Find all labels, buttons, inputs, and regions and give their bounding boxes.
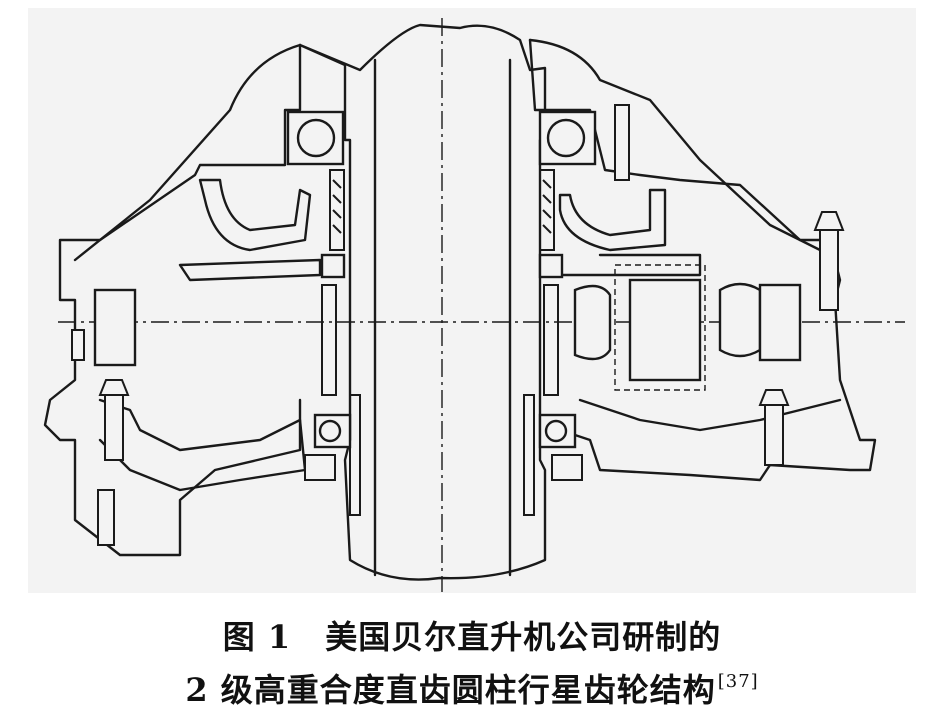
bolt-right-upper: [819, 224, 839, 311]
ring-gear-left-section: [93, 288, 137, 367]
bolt-right-upper-head: [813, 211, 845, 231]
lower-clip-left: [304, 454, 336, 481]
caption-title-line-2: 2 级高重合度直齿圆柱行星齿轮结构: [185, 671, 716, 709]
bolt-left: [104, 389, 124, 461]
stud-top-right: [614, 104, 630, 181]
planet-gear-outer: [718, 282, 762, 358]
housing-right-outer: [528, 38, 822, 252]
planet-carrier-dashed: [614, 264, 706, 391]
planet-gear-inner: [573, 284, 612, 361]
oil-baffle-left: [198, 178, 312, 252]
spline-right-bottom: [523, 394, 535, 516]
ring-gear-section: [758, 283, 802, 362]
spline-left-lower: [321, 284, 337, 396]
figure-caption-line-1: 图 1 美国贝尔直升机公司研制的: [0, 612, 944, 658]
bearing-right-upper-ball: [546, 118, 586, 158]
needle-bearing-left: [320, 253, 346, 279]
bolt-left-head: [98, 379, 130, 396]
bearing-left-upper-ball: [296, 118, 336, 158]
main-shaft: [298, 23, 547, 581]
housing-left-outer: [73, 43, 302, 262]
planet-carrier-pin: [628, 278, 702, 382]
housing-left-lower: [98, 398, 307, 492]
caption-title-line-1: 美国贝尔直升机公司研制的: [325, 618, 722, 656]
spline-left-bottom: [349, 394, 361, 516]
spline-left-upper: [329, 169, 345, 251]
housing-right-lower: [578, 398, 842, 432]
bolt-right-lower-head: [758, 389, 790, 406]
reference-marker: [37]: [717, 671, 759, 692]
figure-caption-line-2: 2 级高重合度直齿圆柱行星齿轮结构[37]: [0, 665, 944, 711]
housing-left-web: [178, 258, 322, 282]
figure-number: 图 1: [222, 618, 292, 656]
bolt-right-lower: [764, 399, 784, 466]
oil-baffle-right: [558, 188, 667, 252]
spline-right-lower: [543, 284, 559, 396]
lower-clip-right: [551, 454, 583, 481]
housing-right: [528, 38, 877, 482]
bearing-left-lower-ball: [318, 419, 342, 443]
seal-left: [71, 329, 85, 361]
gearbox-cross-section-drawing: [28, 8, 916, 593]
needle-bearing-right: [538, 253, 564, 279]
drain-plug-left: [97, 489, 115, 546]
spline-right-upper: [539, 169, 555, 251]
housing-left: [43, 43, 302, 557]
bearing-right-lower-ball: [544, 419, 568, 443]
spline-hatching: [332, 179, 552, 234]
